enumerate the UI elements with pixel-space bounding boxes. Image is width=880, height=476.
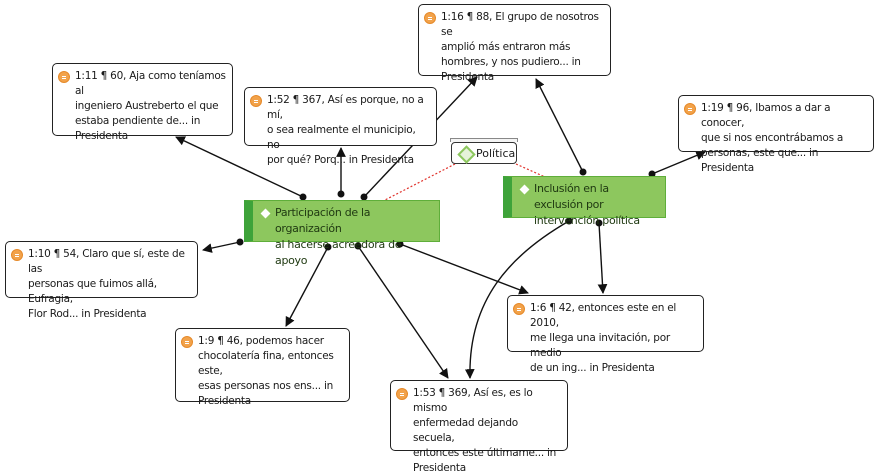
- quotation-text: Flor Rod... in Presidenta: [28, 308, 147, 320]
- link-participacion-q1_9[interactable]: [285, 246, 329, 327]
- code-label-line: Inclusión en la exclusión por: [534, 182, 609, 211]
- quotation-text: 1:11 ¶ 60, Aja como teníamos al: [75, 70, 226, 97]
- network-diamond-icon: [457, 145, 476, 164]
- quotation-text: personas que fuimos allá, Eufragia,: [28, 278, 157, 305]
- link-anchor-dot: [648, 170, 656, 178]
- quotation-text: Presidenta: [441, 71, 494, 83]
- quotation-text: 1:16 ¶ 88, El grupo de nosotros se: [441, 11, 599, 38]
- code-node-participacion[interactable]: Participación de la organización al hace…: [244, 200, 440, 267]
- quotation-text: esas personas nos ens... in: [198, 380, 334, 392]
- quotation-text: estaba pendiente de... in: [75, 115, 201, 127]
- link-network-participacion[interactable]: [384, 163, 456, 201]
- link-anchor-dot: [299, 193, 307, 201]
- link-anchor-dot: [354, 242, 362, 250]
- link-layer: [175, 76, 706, 379]
- quotation-text: o sea realmente el municipio, no: [267, 124, 416, 151]
- link-inclusion-q1_16[interactable]: [535, 78, 584, 173]
- link-anchor-dot: [579, 168, 587, 176]
- quotation-icon: [250, 95, 262, 107]
- quotation-node-q1_11[interactable]: 1:11 ¶ 60, Aja como teníamos al ingenier…: [52, 63, 233, 142]
- network-label: Política: [476, 147, 516, 160]
- code-diamond-icon: [260, 208, 271, 219]
- quotation-text: Presidenta: [413, 462, 466, 474]
- link-participacion-q1_53[interactable]: [357, 245, 449, 379]
- quotation-node-q1_6[interactable]: 1:6 ¶ 42, entonces este en el 2010, me l…: [507, 295, 704, 374]
- quotation-text: 1:52 ¶ 367, Así es porque, no a mí,: [267, 94, 424, 121]
- quotation-icon: [181, 336, 193, 348]
- quotation-icon: [684, 103, 696, 115]
- quotation-text: Presidenta: [198, 395, 251, 407]
- code-diamond-icon: [519, 184, 530, 195]
- link-inclusion-q1_19[interactable]: [651, 150, 706, 175]
- quotation-text: chocolatería fina, entonces este,: [198, 350, 334, 377]
- link-participacion-q1_6[interactable]: [399, 243, 529, 295]
- quotation-text: amplió más entraron más: [441, 41, 571, 53]
- code-node-inclusion[interactable]: Inclusión en la exclusión por intervenci…: [503, 176, 666, 227]
- link-network-inclusion[interactable]: [515, 163, 546, 178]
- quotation-icon: [396, 388, 408, 400]
- quotation-text: me llega una invitación, por medio: [530, 332, 670, 359]
- link-participacion-q1_11[interactable]: [175, 136, 304, 198]
- link-inclusion-q1_6[interactable]: [597, 222, 608, 294]
- link-inclusion-q1_53[interactable]: [464, 220, 570, 379]
- link-participacion-q1_10[interactable]: [202, 241, 241, 253]
- quotation-text: 1:53 ¶ 369, Así es, es lo mismo: [413, 387, 533, 414]
- quotation-node-q1_9[interactable]: 1:9 ¶ 46, podemos hacer chocolatería fin…: [175, 328, 350, 407]
- quotation-text: enfermedad dejando secuela,: [413, 417, 518, 444]
- link-anchor-dot: [337, 190, 345, 198]
- quotation-text: por qué? Porq... in Presidenta: [267, 154, 414, 166]
- quotation-text: 1:10 ¶ 54, Claro que sí, este de las: [28, 248, 185, 275]
- quotation-node-q1_10[interactable]: 1:10 ¶ 54, Claro que sí, este de las per…: [5, 241, 198, 320]
- network-node-politica[interactable]: Política: [450, 138, 518, 164]
- quotation-icon: [58, 71, 70, 83]
- quotation-text: 1:9 ¶ 46, podemos hacer: [198, 335, 324, 347]
- quotation-node-q1_52[interactable]: 1:52 ¶ 367, Así es porque, no a mí, o se…: [244, 87, 437, 166]
- link-anchor-dot: [595, 219, 603, 227]
- link-anchor-dot: [565, 217, 573, 225]
- quotation-text: que si nos encontrábamos a: [701, 132, 844, 144]
- quotation-icon: [424, 12, 436, 24]
- quotation-text: personas, este que... in Presidenta: [701, 147, 819, 174]
- link-anchor-dot: [396, 240, 404, 248]
- quotation-text: Presidenta: [75, 130, 128, 142]
- quotation-text: de un ing... in Presidenta: [530, 362, 655, 374]
- code-label-line: intervención política: [534, 214, 640, 227]
- code-label-line: Participación de la organización: [275, 206, 371, 235]
- code-label-line: al hacerse acreedora de apoyo: [275, 238, 402, 267]
- quotation-icon: [11, 249, 23, 261]
- quotation-node-q1_53[interactable]: 1:53 ¶ 369, Así es, es lo mismo enfermed…: [390, 380, 568, 474]
- quotation-text: 1:6 ¶ 42, entonces este en el 2010,: [530, 302, 677, 329]
- quotation-node-q1_16[interactable]: 1:16 ¶ 88, El grupo de nosotros se ampli…: [418, 4, 611, 83]
- link-anchor-dot: [360, 193, 368, 201]
- quotation-text: ingeniero Austreberto el que: [75, 100, 219, 112]
- link-anchor-dot: [236, 238, 244, 246]
- quotation-icon: [513, 303, 525, 315]
- quotation-node-q1_19[interactable]: 1:19 ¶ 96, Ibamos a dar a conocer, que s…: [678, 95, 874, 174]
- quotation-text: 1:19 ¶ 96, Ibamos a dar a conocer,: [701, 102, 831, 129]
- quotation-text: hombres, y nos pudiero... in: [441, 56, 581, 68]
- link-anchor-dot: [324, 243, 332, 251]
